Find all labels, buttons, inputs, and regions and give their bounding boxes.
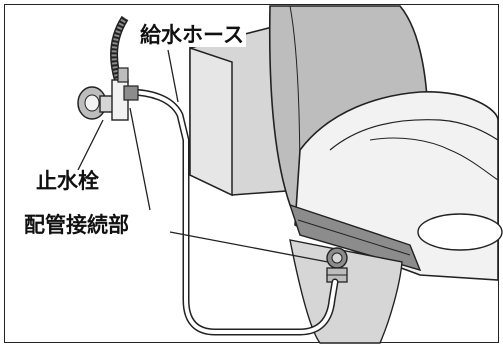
label-supply-hose: 給水ホース [138, 23, 246, 47]
leader-pipe-joint-valve [129, 107, 151, 211]
leader-pipe-joint-toilet [169, 231, 329, 263]
label-stop-valve: 止水栓 [34, 169, 101, 193]
pipe-joint-fitting [326, 247, 348, 283]
stop-valve [77, 67, 139, 121]
leader-lines [77, 49, 329, 263]
toilet-seat [288, 91, 503, 281]
label-pipe-joint: 配管接続部 [22, 213, 131, 237]
braided-hose [110, 15, 129, 82]
supply-hose [124, 88, 339, 336]
toilet-pedestal [289, 239, 403, 344]
leader-supply-hose [167, 49, 179, 103]
leader-stop-valve [77, 119, 104, 171]
